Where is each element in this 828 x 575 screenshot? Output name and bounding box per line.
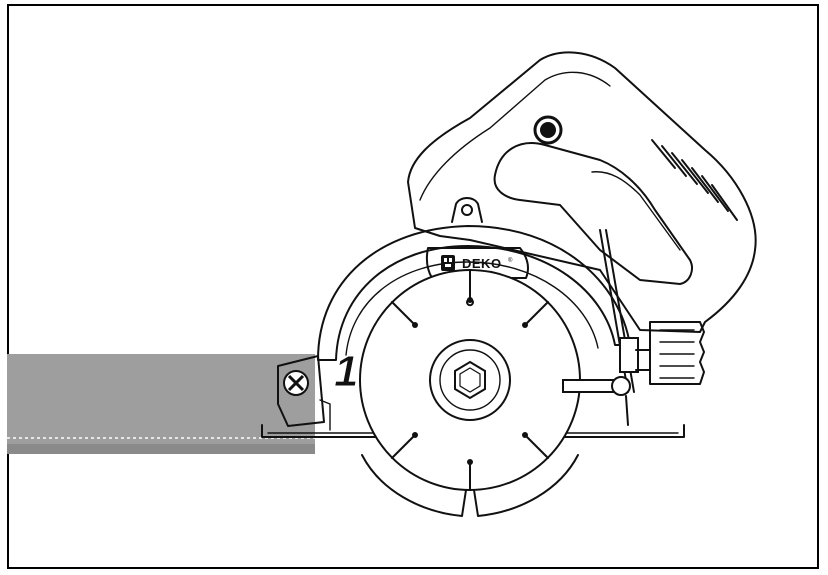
clamp-block (619, 337, 639, 373)
screw-cross (287, 374, 305, 392)
rear-clamp (562, 229, 705, 426)
hex-nut-icon (454, 360, 486, 400)
brand-logo-icon (441, 255, 455, 271)
brand-label: DEKO (462, 256, 502, 271)
blade-slot (391, 434, 416, 459)
vent-slot (691, 167, 719, 203)
vent-slot (661, 145, 687, 177)
clamp-pivot (611, 376, 631, 396)
knob-ridges (659, 329, 695, 379)
bracket-plate (277, 355, 325, 427)
diamond-blade (359, 269, 581, 517)
brand-badge (425, 247, 529, 279)
blade-slot (466, 269, 474, 307)
lock-button-icon (533, 115, 563, 145)
adjustment-knob (649, 321, 705, 385)
slot-end (412, 322, 418, 328)
housing-outline (407, 51, 757, 333)
hanger-hole (461, 204, 473, 216)
blade-segment-right (473, 454, 579, 517)
vent-slot (681, 159, 709, 194)
vent-slot (651, 139, 676, 169)
guard-inner-arc (345, 261, 599, 356)
guard-number: 1 (334, 347, 358, 396)
workpiece-bottom-band (7, 444, 315, 454)
clamp-leg (625, 395, 629, 426)
motor-housing (407, 51, 757, 333)
slot-end (522, 322, 528, 328)
blade-segment-left (361, 454, 467, 517)
vent-slot (671, 152, 698, 185)
slot-end (467, 459, 473, 465)
ventilation-slots (651, 139, 738, 221)
blade-slot (524, 301, 549, 326)
housing-inner-contour (419, 71, 611, 201)
bracket-edge (319, 399, 331, 431)
slot-end (522, 432, 528, 438)
vent-slot (711, 184, 738, 221)
grip-window (493, 142, 693, 285)
lock-button-center (540, 122, 556, 138)
blade-guard: DEKO ® 1 (317, 225, 631, 397)
slot-end (412, 432, 418, 438)
knob-shaft (635, 349, 651, 371)
hanger-tab-outline (451, 197, 483, 223)
hex-nut-inner (459, 367, 481, 393)
front-bracket (277, 355, 331, 431)
flange-ring (439, 349, 501, 411)
brand-trademark: ® (508, 257, 513, 264)
hanger-tab (451, 197, 483, 223)
blade-slot (391, 301, 416, 326)
grip-inner-line (591, 171, 681, 251)
slot-end (467, 297, 473, 303)
workpiece-slab (7, 354, 315, 454)
workpiece (7, 354, 315, 454)
blade-slot (524, 434, 549, 459)
vent-slot (701, 175, 729, 212)
